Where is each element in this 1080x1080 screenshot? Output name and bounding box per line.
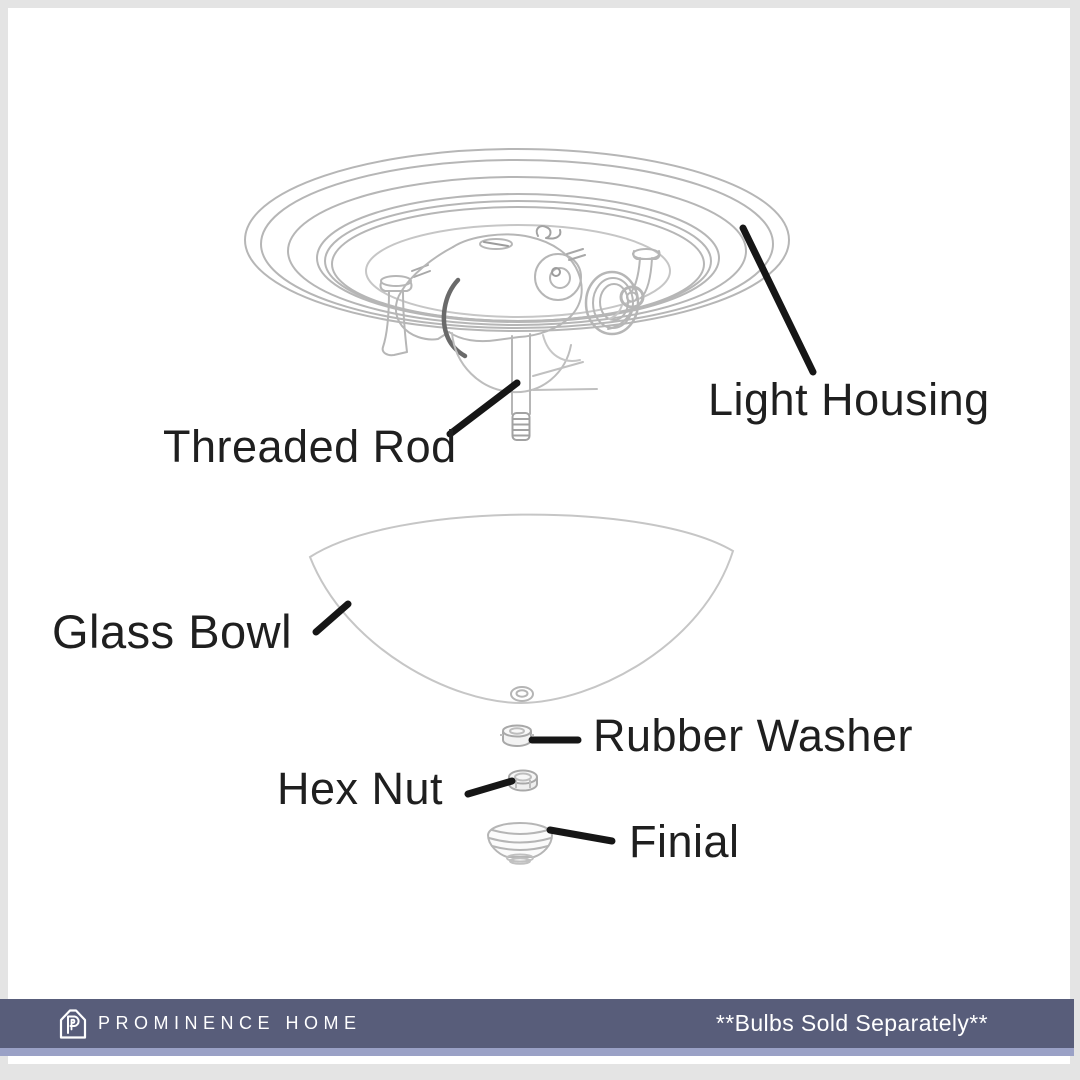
glass-bowl-leader-line (312, 600, 352, 636)
threaded-rod-leader-line (446, 379, 521, 438)
label-glass-bowl: Glass Bowl (52, 605, 293, 658)
finial-drawing (486, 822, 554, 865)
bulbs-note: **Bulbs Sold Separately** (715, 1010, 988, 1036)
leader-lines (312, 224, 817, 845)
prominence-home-logo-icon (59, 1009, 87, 1039)
ceiling-light-exploded-diagram (244, 148, 817, 865)
footer-brand-bar: PROMINENCE HOME **Bulbs Sold Separately*… (0, 999, 1074, 1048)
rubber-washer-drawing (500, 724, 534, 747)
light-housing-leader-line (739, 224, 817, 376)
label-threaded-rod: Threaded Rod (163, 421, 457, 472)
label-hex-nut: Hex Nut (277, 763, 444, 814)
right-ring-and-pipe (566, 248, 661, 336)
label-light-housing: Light Housing (708, 374, 990, 425)
socket-body (394, 233, 583, 359)
top-rim-screws (479, 225, 562, 250)
footer-accent-stripe (0, 1048, 1074, 1056)
light-housing-drawing (244, 148, 790, 441)
finial-leader-line (546, 826, 616, 845)
brand-lockup: PROMINENCE HOME (57, 1006, 362, 1041)
hex-nut-drawing (508, 769, 538, 792)
brand-name: PROMINENCE HOME (98, 1013, 362, 1033)
glass-bowl-drawing (308, 513, 735, 705)
hex-nut-leader-line (464, 777, 516, 798)
threaded-rod-drawing (511, 333, 531, 441)
label-rubber-washer: Rubber Washer (593, 710, 913, 761)
diagram-canvas (8, 8, 1070, 1064)
interior-dome (451, 332, 598, 394)
label-finial: Finial (629, 816, 740, 867)
